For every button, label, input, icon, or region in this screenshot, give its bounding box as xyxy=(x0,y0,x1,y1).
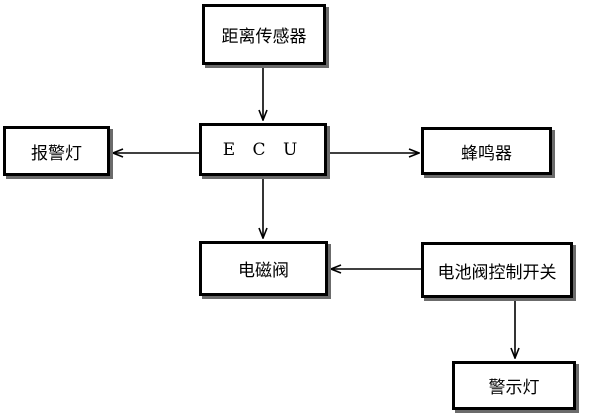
node-solenoid-valve: 电磁阀 xyxy=(199,241,328,296)
node-battery-valve-switch: 电池阀控制开关 xyxy=(421,242,573,298)
node-alert-lamp: 警示灯 xyxy=(452,361,576,410)
node-warning-lamp: 报警灯 xyxy=(3,126,110,176)
node-ecu: E C U xyxy=(199,123,327,176)
node-buzzer: 蜂鸣器 xyxy=(421,127,552,175)
node-distance-sensor: 距离传感器 xyxy=(202,4,326,65)
